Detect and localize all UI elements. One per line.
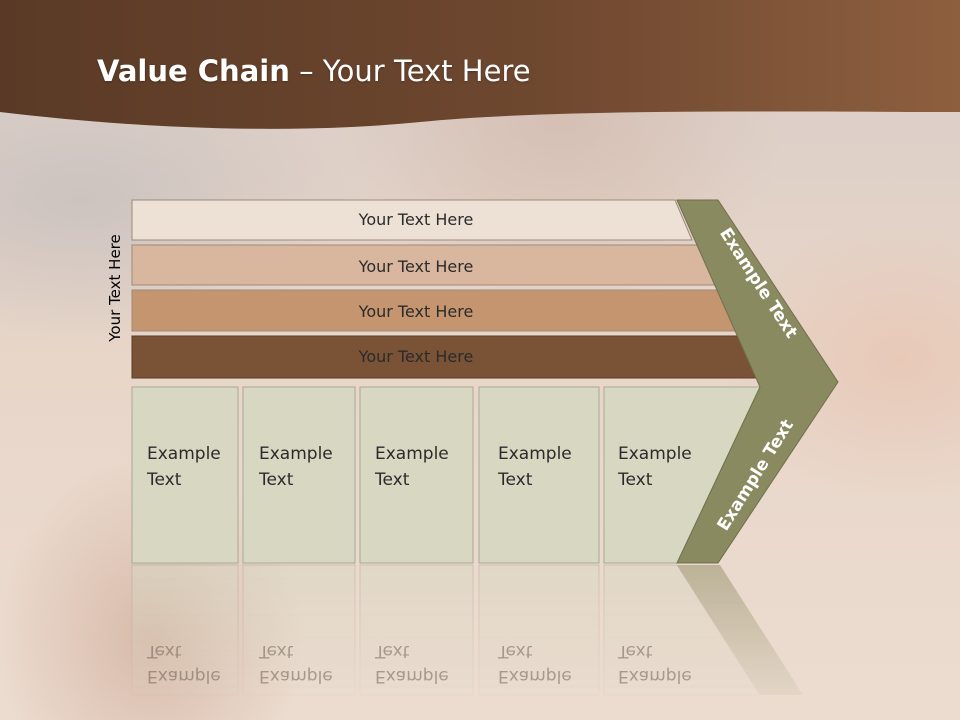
box-4 (478, 386, 600, 564)
box-1 (131, 386, 239, 564)
bars-group: Your Text Here Your Text Here Your Text … (131, 199, 765, 379)
svg-text:Text: Text (258, 641, 294, 661)
svg-text:Example: Example (259, 666, 333, 686)
bar-1-label: Your Text Here (358, 210, 474, 229)
box-3 (359, 386, 474, 564)
bar-3-label: Your Text Here (358, 302, 474, 321)
box-2-line1: Example (259, 444, 333, 464)
boxes-group: Example Text Example Text Example Text E… (131, 386, 761, 564)
reflection-labels: Example Text Example Text Example Text Exam… (146, 641, 692, 686)
svg-text:Example: Example (375, 666, 449, 686)
svg-text:Example: Example (498, 666, 572, 686)
box-3-line1: Example (375, 444, 449, 464)
svg-text:Example: Example (147, 666, 221, 686)
header-banner (0, 0, 960, 129)
diagram-reflection (131, 564, 803, 696)
svg-text:Text: Text (146, 641, 182, 661)
box-3-line2: Text (374, 470, 410, 490)
title-rest: – Your Text Here (289, 54, 531, 88)
box-2-line2: Text (258, 470, 294, 490)
svg-text:Text: Text (497, 641, 533, 661)
box-5-line1: Example (618, 444, 692, 464)
box-1-line2: Text (146, 470, 182, 490)
svg-text:Text: Text (617, 641, 653, 661)
bar-4-label: Your Text Here (358, 347, 474, 366)
box-5-line2: Text (617, 470, 653, 490)
box-4-line1: Example (498, 444, 572, 464)
title-bold: Value Chain (97, 54, 290, 88)
box-2 (242, 386, 356, 564)
box-1-line1: Example (147, 444, 221, 464)
box-4-line2: Text (497, 470, 533, 490)
svg-text:Text: Text (374, 641, 410, 661)
page-title: Value Chain – Your Text Here (97, 54, 531, 88)
bar-1 (131, 199, 693, 241)
bar-2-label: Your Text Here (358, 257, 474, 276)
svg-text:Example: Example (618, 666, 692, 686)
